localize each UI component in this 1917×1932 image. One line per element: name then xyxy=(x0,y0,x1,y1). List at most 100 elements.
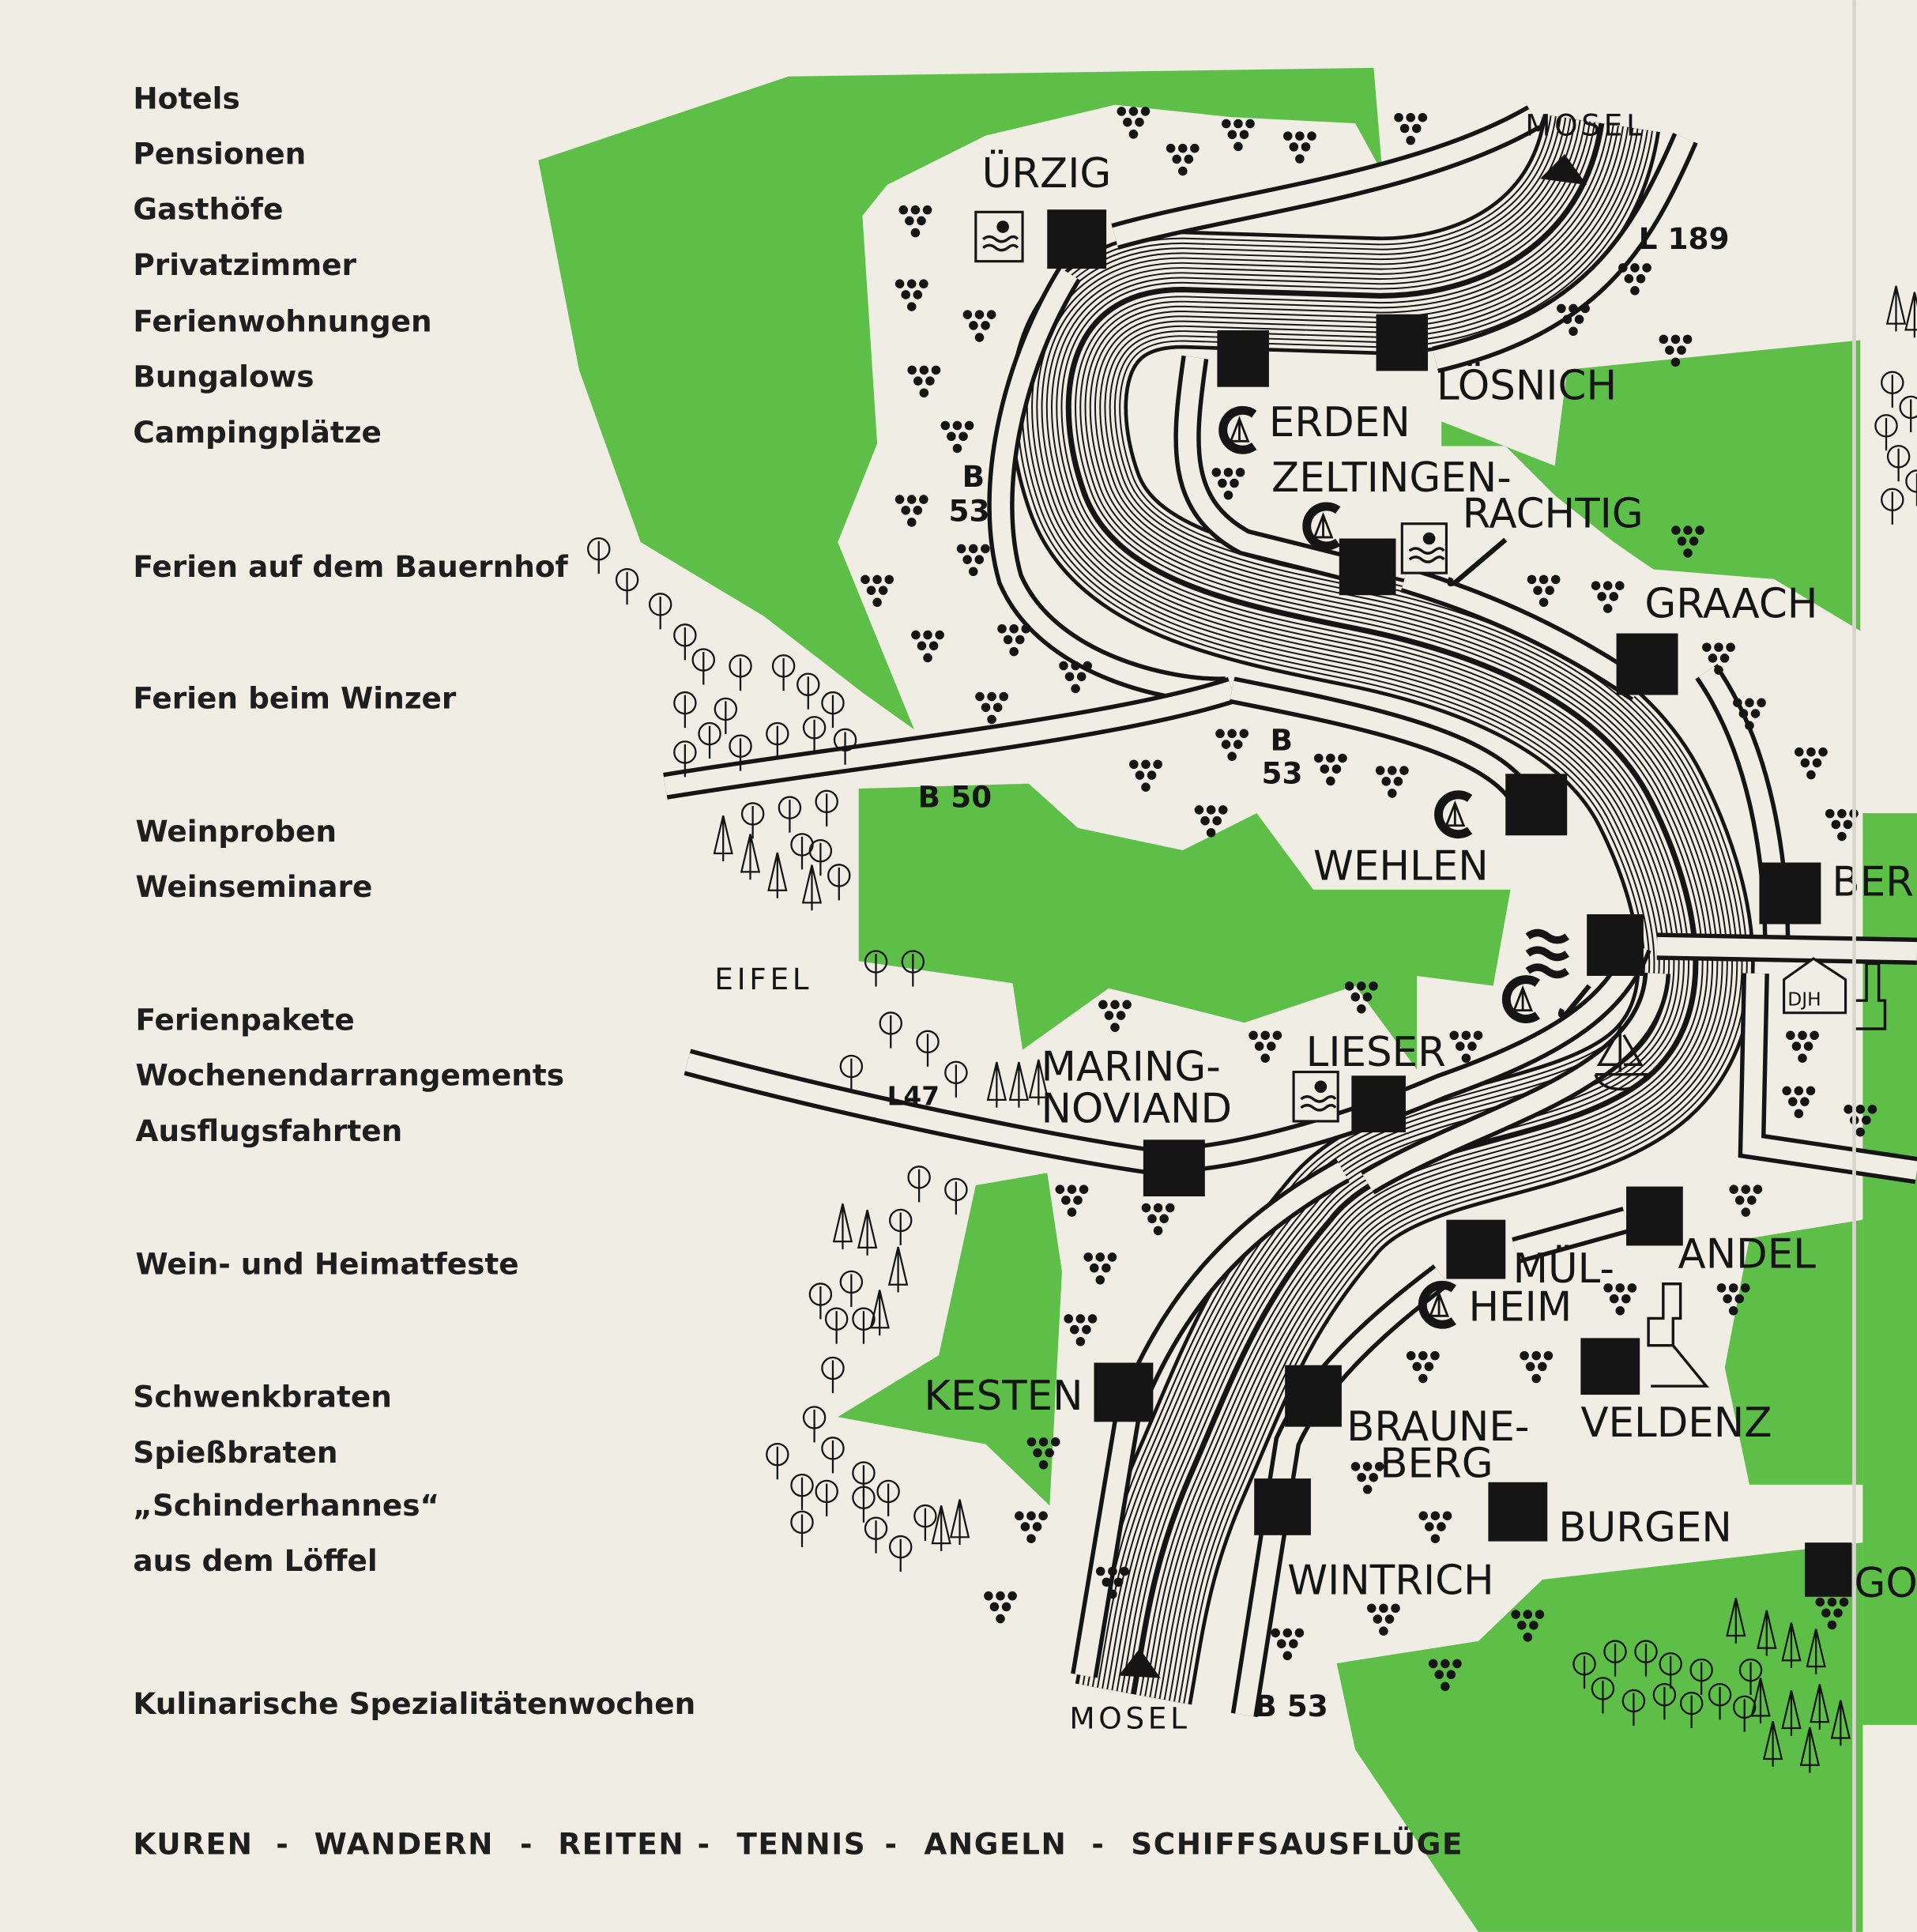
town-label-graach[interactable]: GRAACH xyxy=(1644,580,1817,627)
town-label-erden[interactable]: ERDEN xyxy=(1269,399,1410,446)
conifer-tree-icon xyxy=(833,1203,853,1251)
vineyard-grapes-icon xyxy=(1406,1350,1440,1384)
town-marker-wehlen[interactable] xyxy=(1505,774,1568,836)
deciduous-tree-icon xyxy=(1899,395,1917,434)
castle-landshut-icon xyxy=(1647,1282,1710,1388)
town-label-bernkastel[interactable]: BERN xyxy=(1832,859,1917,906)
river-label-bottom: MOSEL xyxy=(1069,1701,1190,1736)
town-marker-bernkastel[interactable] xyxy=(1759,862,1821,925)
town-marker-lieser[interactable] xyxy=(1351,1075,1406,1132)
deciduous-tree-icon xyxy=(790,1473,814,1512)
vineyard-grapes-icon xyxy=(984,1591,1017,1624)
deciduous-tree-icon xyxy=(802,716,827,754)
road-b53-west xyxy=(987,266,1227,704)
deciduous-tree-icon xyxy=(916,1030,940,1068)
town-label-muelheim-1[interactable]: MÜL- xyxy=(1513,1245,1614,1293)
deciduous-tree-icon xyxy=(766,1442,789,1481)
town-label-muelheim-2[interactable]: HEIM xyxy=(1468,1284,1572,1331)
deciduous-tree-icon xyxy=(797,672,820,710)
town-label-loesnich[interactable]: LÖSNICH xyxy=(1437,361,1617,409)
vineyard-grapes-icon xyxy=(956,544,990,577)
activity-kuren: KUREN xyxy=(133,1827,253,1862)
offer-item: Ferienwohnungen xyxy=(133,304,431,339)
deciduous-tree-icon xyxy=(802,1406,827,1444)
roads xyxy=(663,105,1917,1718)
region-label-eifel: EIFEL xyxy=(714,962,812,996)
town-label-veldenz[interactable]: VELDENZ xyxy=(1580,1399,1772,1447)
town-label-maring-2[interactable]: NOVIAND xyxy=(1041,1086,1232,1133)
mosel-river xyxy=(1009,112,1755,1705)
town-label-zeltingen-2[interactable]: RACHTIG xyxy=(1463,490,1644,537)
town-label-gornhausen[interactable]: GO xyxy=(1854,1560,1917,1607)
vineyard-grapes-icon xyxy=(1166,143,1200,176)
town-labels: ÜRZIG LÖSNICH ERDEN ZELTINGEN- RACHTIG G… xyxy=(924,149,1917,1607)
youth-hostel-icon: DJH xyxy=(1783,957,1847,1015)
vineyard-grapes-icon xyxy=(1520,1350,1554,1384)
town-marker-wintrich[interactable] xyxy=(1254,1478,1311,1535)
forest-area-northwest xyxy=(538,67,1383,730)
town-marker-gornhausen[interactable] xyxy=(1805,1542,1852,1597)
town-label-wehlen[interactable]: WEHLEN xyxy=(1313,842,1489,890)
forest-area-southwest xyxy=(838,1173,1062,1506)
deciduous-tree-icon xyxy=(944,1060,968,1098)
deciduous-tree-icon xyxy=(1881,371,1904,409)
offer-item: Ausflugsfahrten xyxy=(136,1113,403,1148)
town-label-kesten[interactable]: KESTEN xyxy=(924,1373,1083,1420)
pool-icon xyxy=(1400,522,1448,574)
deciduous-tree-icon xyxy=(673,623,697,661)
road-right-bank xyxy=(1360,972,1671,1195)
town-marker-burgen[interactable] xyxy=(1488,1482,1548,1542)
forest-area-east xyxy=(1724,1219,1863,1485)
town-marker-brauneberg[interactable] xyxy=(1285,1365,1342,1427)
activity-reiten: REITEN xyxy=(558,1827,684,1862)
deciduous-tree-icon xyxy=(586,537,611,575)
spa-waves-icon xyxy=(1525,928,1570,979)
town-marker-kues[interactable] xyxy=(1587,914,1644,976)
town-marker-loesnich[interactable] xyxy=(1376,314,1429,371)
town-label-zeltingen-1[interactable]: ZELTINGEN- xyxy=(1271,454,1512,502)
vineyard-grapes-icon xyxy=(1141,1203,1175,1236)
town-marker-graach[interactable] xyxy=(1616,633,1678,695)
town-label-wintrich[interactable]: WINTRICH xyxy=(1287,1557,1493,1605)
camping-icon xyxy=(1434,790,1473,839)
offer-item: Ferienpakete xyxy=(136,1003,355,1038)
sailboat-icon xyxy=(1594,1022,1648,1091)
vineyard-grapes-icon xyxy=(898,205,932,238)
road-label-b50: B 50 xyxy=(918,779,992,814)
vineyard-grapes-icon xyxy=(1313,753,1347,786)
town-label-andel[interactable]: ANDEL xyxy=(1678,1230,1817,1278)
activity-angeln: ANGELN xyxy=(924,1827,1067,1862)
town-marker-andel[interactable] xyxy=(1626,1186,1683,1246)
town-marker-kesten[interactable] xyxy=(1094,1362,1154,1422)
town-label-brauneberg-2[interactable]: BERG xyxy=(1380,1441,1493,1488)
road-bernkastel-east xyxy=(1656,932,1917,965)
town-label-burgen[interactable]: BURGEN xyxy=(1558,1505,1732,1552)
castle-tower-icon xyxy=(1852,962,1887,1030)
town-label-lieser[interactable]: LIESER xyxy=(1306,1029,1446,1076)
camping-icon xyxy=(1302,502,1341,551)
forest-area-right-fold xyxy=(1862,813,1917,1725)
town-marker-veldenz[interactable] xyxy=(1580,1338,1640,1395)
town-marker-muelheim[interactable] xyxy=(1446,1219,1506,1279)
offer-item: Privatzimmer xyxy=(133,247,356,282)
town-label-uerzig[interactable]: ÜRZIG xyxy=(982,149,1112,198)
vineyard-grapes-icon xyxy=(1271,1628,1305,1661)
deciduous-tree-icon xyxy=(821,691,845,729)
camping-icons xyxy=(1218,405,1540,1329)
town-label-maring-1[interactable]: MARING- xyxy=(1041,1043,1220,1090)
town-marker-maring[interactable] xyxy=(1143,1139,1205,1197)
deciduous-tree-icon xyxy=(648,593,672,631)
road-l189 xyxy=(1432,132,1698,374)
town-marker-erden[interactable] xyxy=(1217,330,1269,387)
town-marker-zeltingen[interactable] xyxy=(1339,538,1396,596)
deciduous-tree-icon xyxy=(691,648,716,686)
town-marker-uerzig[interactable] xyxy=(1047,209,1107,269)
vineyard-grapes-icon xyxy=(1786,1030,1819,1063)
vineyard-grapes-icon xyxy=(1702,642,1735,675)
town-label-brauneberg-1[interactable]: BRAUNE- xyxy=(1346,1403,1529,1451)
vineyard-grapes-icon xyxy=(1117,107,1151,139)
vineyard-grapes-icon xyxy=(1729,1184,1763,1217)
forest-area-south xyxy=(1336,1542,1863,1932)
vineyard-grapes-icon xyxy=(1211,467,1245,500)
deciduous-tree-icon xyxy=(879,1011,902,1049)
